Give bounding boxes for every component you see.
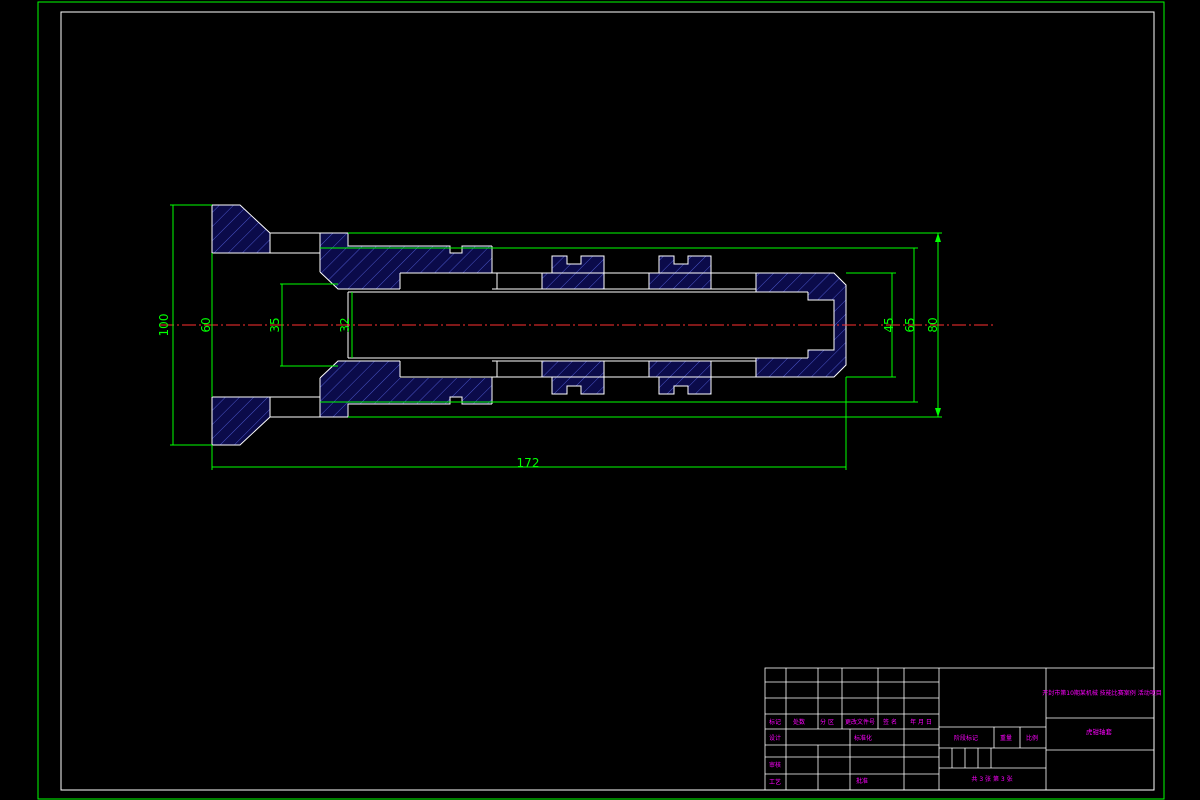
tb-row-sign: 签 名: [883, 718, 897, 726]
hatched-section-bottom: [212, 330, 846, 445]
dim-172: 172: [517, 456, 540, 470]
dim-80: 80: [926, 317, 940, 332]
part-outline: [211, 204, 847, 446]
tb-drawing-name: 虎钳轴套: [1086, 727, 1113, 736]
dimension-lines: [170, 204, 942, 470]
tb-scale: 比例: [1026, 734, 1038, 742]
tb-row-count: 处数: [793, 718, 805, 726]
tb-row-date: 年 月 日: [910, 718, 932, 726]
dim-65: 65: [903, 317, 917, 332]
title-block: [764, 667, 1155, 791]
dim-32: 32: [338, 317, 352, 332]
dim-100: 100: [157, 314, 171, 337]
tb-row-change-no: 更改文件号: [845, 718, 875, 726]
tb-approve: 批准: [856, 777, 868, 785]
dim-60: 60: [199, 317, 213, 332]
tb-standardize: 标准化: [854, 734, 872, 742]
tb-row-zone: 分 区: [820, 718, 834, 726]
tb-weight: 重量: [1000, 734, 1012, 742]
tb-row-mark: 标记: [769, 718, 781, 726]
tb-project-title: 开封市第10期某机械 技能比赛案例 活动项目: [1042, 689, 1161, 697]
sheet-outer-border: [37, 1, 1165, 800]
dim-45: 45: [882, 317, 896, 332]
dimension-arrows: [935, 233, 941, 417]
hatched-section-top: [212, 205, 846, 330]
tb-sheets: 共 3 张 第 3 张: [971, 775, 1012, 783]
tb-review: 审核: [769, 761, 781, 769]
tb-process: 工艺: [769, 778, 781, 786]
dim-35: 35: [268, 317, 282, 332]
tb-design: 设计: [769, 734, 781, 742]
sheet-inner-border: [60, 11, 1155, 791]
tb-stage-mark: 阶段标记: [954, 734, 978, 742]
